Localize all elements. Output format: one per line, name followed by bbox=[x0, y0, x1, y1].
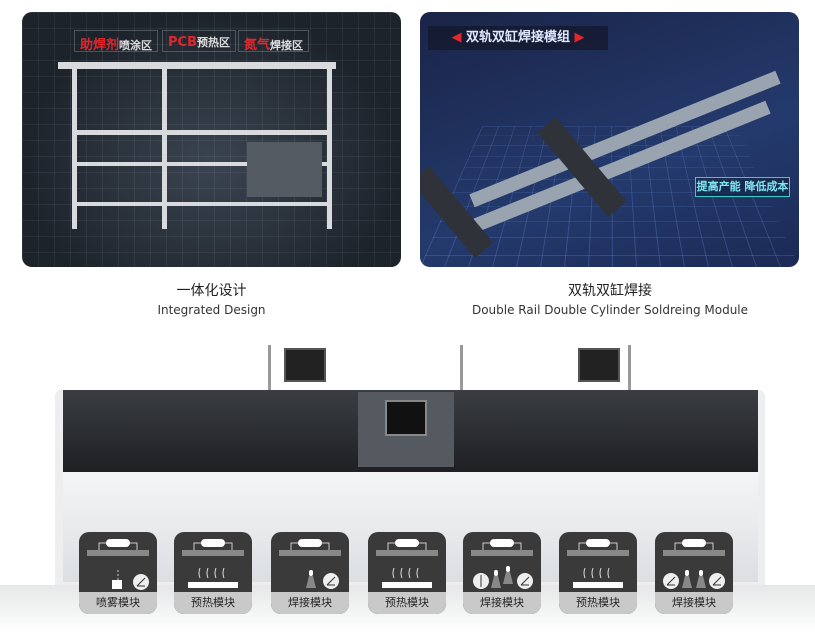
preheat-module-icon bbox=[567, 539, 629, 588]
module-badge-preheat: 预热模块 bbox=[368, 532, 446, 614]
preheat-module-icon bbox=[182, 539, 244, 588]
module-badge-preheat: 预热模块 bbox=[174, 532, 252, 614]
caption-integrated: 一体化设计 Integrated Design bbox=[157, 283, 266, 317]
module-label: 焊接模块 bbox=[271, 592, 349, 614]
zone-label-nitrogen: 氮气焊接区 bbox=[238, 30, 310, 53]
module-label: 喷雾模块 bbox=[79, 592, 157, 614]
module-label: 预热模块 bbox=[174, 592, 252, 614]
module-label: 焊接模块 bbox=[655, 592, 733, 614]
module-badge-weld2: 焊接模块 bbox=[463, 532, 541, 614]
module-label: 焊接模块 bbox=[463, 592, 541, 614]
weld2-module-icon bbox=[471, 539, 533, 589]
tagline-badge: 提高产能 降低成本 bbox=[695, 177, 790, 197]
grid-background bbox=[22, 12, 401, 267]
module-label: 预热模块 bbox=[559, 592, 637, 614]
module-badge-preheat: 预热模块 bbox=[559, 532, 637, 614]
module-badge-spray: 喷雾模块 bbox=[79, 532, 157, 614]
spray-module-icon bbox=[87, 539, 149, 590]
weld1-module-icon bbox=[279, 539, 341, 589]
preheat-module-icon bbox=[376, 539, 438, 588]
double-rail-image: ◀ 双轨双缸焊接模组 ▶ 提高产能 降低成本 bbox=[420, 12, 799, 267]
weld3-module-icon bbox=[663, 539, 725, 589]
monitor bbox=[284, 348, 326, 382]
control-screen bbox=[385, 400, 427, 436]
zone-label-flux: 助焊剂喷涂区 bbox=[74, 30, 159, 53]
zone-label-pcb: PCB预热区 bbox=[162, 30, 236, 52]
integrated-design-image: 助焊剂喷涂区 PCB预热区 氮气焊接区 bbox=[22, 12, 401, 267]
module-title: ◀ 双轨双缸焊接模组 ▶ bbox=[428, 26, 608, 50]
module-label: 预热模块 bbox=[368, 592, 446, 614]
module-badge-weld3: 焊接模块 bbox=[655, 532, 733, 614]
module-badge-weld1: 焊接模块 bbox=[271, 532, 349, 614]
caption-double-rail: 双轨双缸焊接 Double Rail Double Cylinder Soldr… bbox=[471, 283, 749, 317]
monitor bbox=[578, 348, 620, 382]
